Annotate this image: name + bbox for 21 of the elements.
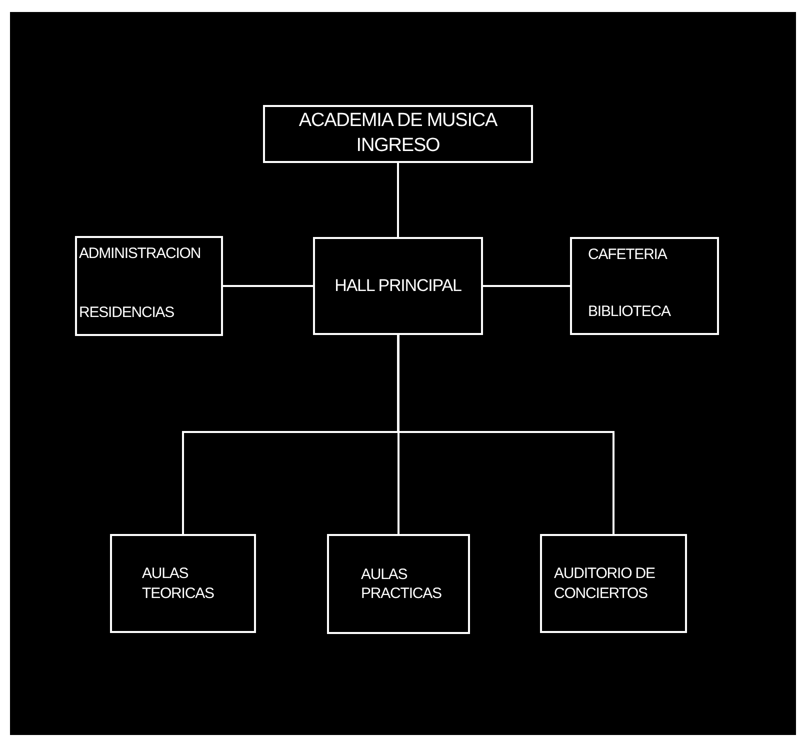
connector-line bbox=[397, 335, 614, 534]
room-label: AULAS TEORICAS bbox=[142, 564, 215, 603]
room-box bbox=[327, 534, 470, 634]
room-label: CAFETERIA bbox=[588, 245, 667, 264]
room-label: RESIDENCIAS bbox=[79, 302, 174, 322]
connector-line bbox=[483, 285, 570, 287]
room-box bbox=[570, 237, 719, 335]
room-label: AUDITORIO DE CONCIERTOS bbox=[554, 564, 656, 603]
connector-line bbox=[397, 163, 399, 237]
room-box bbox=[540, 534, 687, 633]
room-box bbox=[110, 534, 256, 633]
room-label: AULAS PRACTICAS bbox=[361, 564, 442, 604]
room-label: HALL PRINCIPAL bbox=[334, 274, 462, 297]
room-box bbox=[313, 237, 483, 335]
room-label: ACADEMIA DE MUSICA INGRESO bbox=[298, 109, 498, 158]
connector-line bbox=[223, 285, 313, 287]
room-label: BIBLIOTECA bbox=[588, 302, 670, 321]
connector-line bbox=[398, 335, 400, 534]
room-box bbox=[75, 236, 223, 336]
room-box bbox=[263, 105, 533, 163]
room-label: ADMINISTRACION bbox=[79, 244, 201, 264]
